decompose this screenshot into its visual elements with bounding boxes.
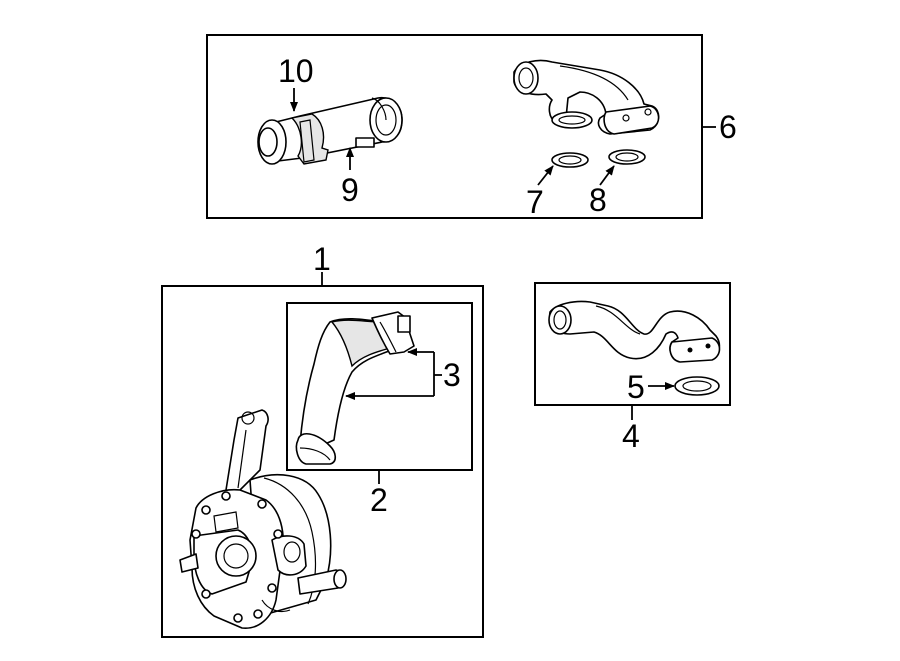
callout-3: 3	[443, 357, 461, 393]
o-ring-7-part	[551, 152, 589, 168]
tube-with-clamp-part	[257, 96, 403, 165]
callout-2: 2	[370, 482, 388, 518]
bypass-hose-part	[295, 311, 415, 465]
callout-4: 4	[622, 418, 640, 454]
water-pump-part	[179, 409, 347, 629]
inlet-pipe-part	[548, 300, 721, 363]
callout-6: 6	[719, 109, 737, 145]
callout-8: 8	[589, 182, 607, 218]
callout-7: 7	[526, 184, 544, 220]
callout-5: 5	[627, 369, 645, 405]
outlet-elbow-part	[513, 59, 660, 135]
callout-9: 9	[341, 172, 359, 208]
callout-10: 10	[278, 53, 314, 89]
o-ring-8-part	[608, 149, 646, 165]
callout-1: 1	[313, 241, 331, 277]
o-ring-5-part	[674, 376, 720, 396]
